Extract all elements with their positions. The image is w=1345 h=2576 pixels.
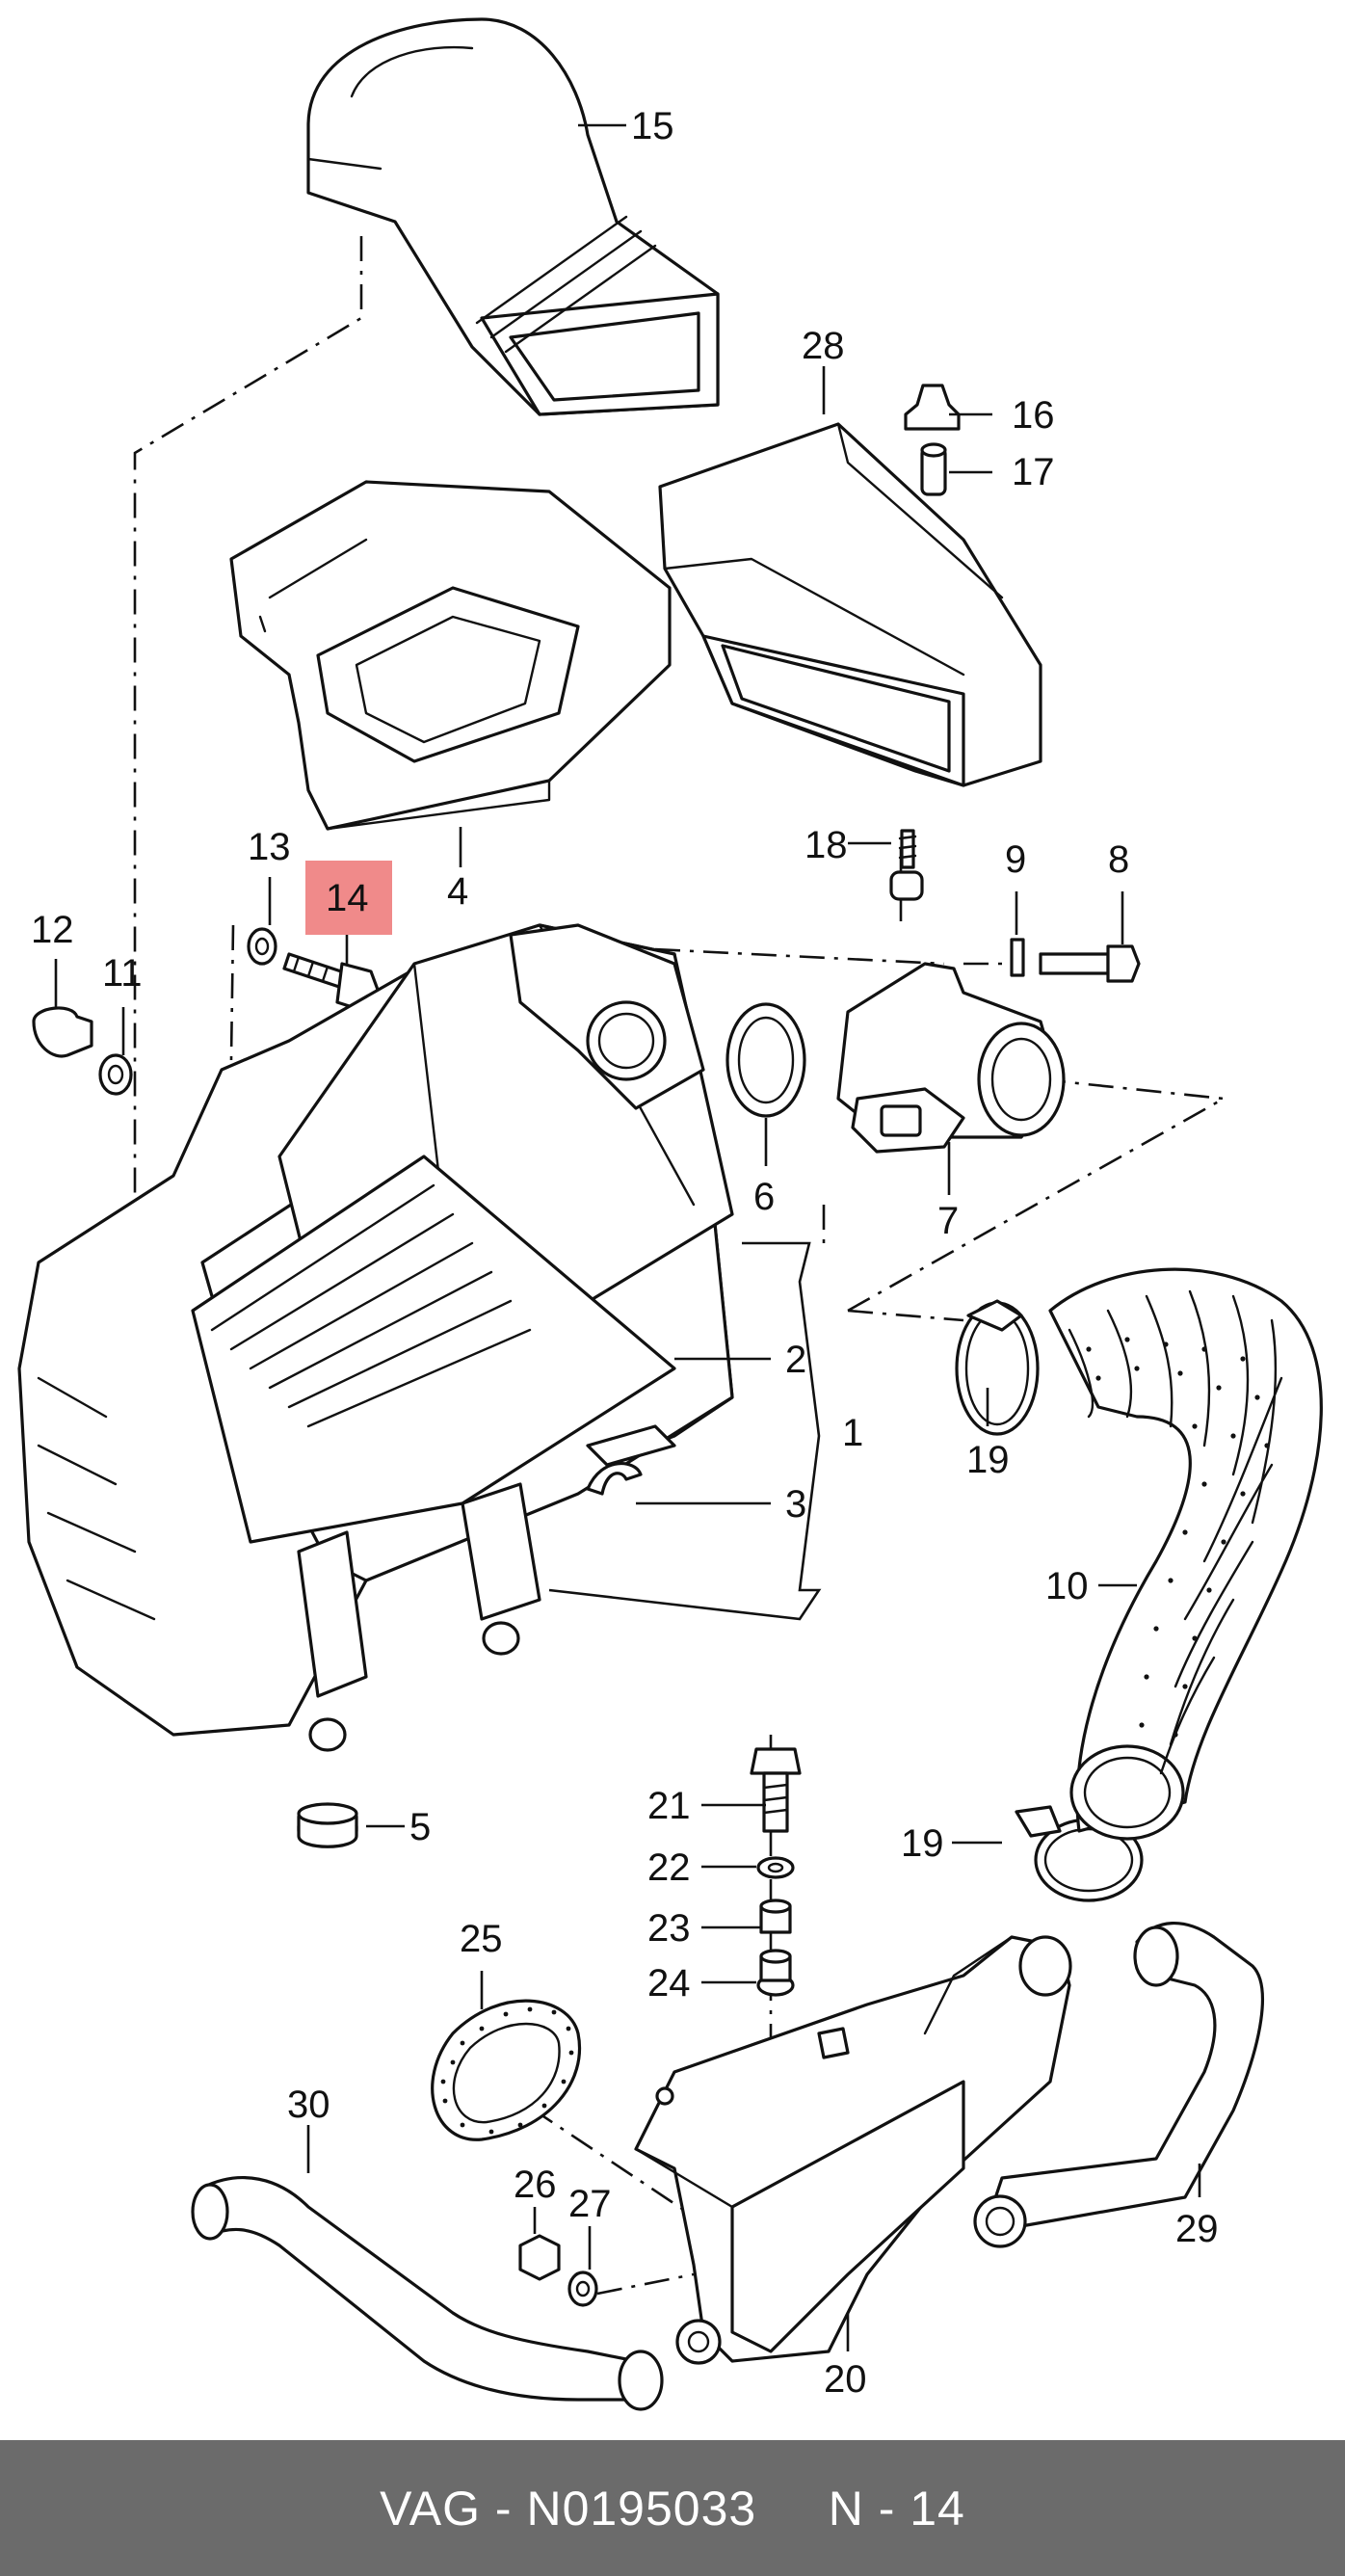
label-9: 9 [1005, 838, 1026, 881]
label-29: 29 [1175, 2208, 1219, 2250]
part-27-washer [567, 2271, 598, 2307]
parts-16-17-18-fasteners [889, 384, 961, 901]
part-10-intake-hose [1048, 1267, 1323, 1841]
part-1-air-filter-housing [17, 923, 734, 1752]
label-19-lower: 19 [901, 1822, 944, 1865]
footer-spacer [756, 2481, 828, 2536]
label-11: 11 [102, 952, 143, 995]
part-4-lid-cover [229, 480, 672, 831]
label-24: 24 [647, 1962, 691, 2005]
label-18: 18 [804, 824, 848, 866]
part-3-clip [586, 1462, 643, 1496]
label-8: 8 [1108, 838, 1129, 881]
label-15: 15 [631, 105, 674, 147]
part-labels: 15 28 16 17 18 4 13 14 9 8 12 11 6 7 2 1… [31, 105, 1219, 2401]
label-19-upper: 19 [966, 1439, 1010, 1481]
part-6-gasket [725, 1002, 806, 1118]
label-21: 21 [647, 1785, 691, 1827]
part-15-intake-duct [306, 17, 720, 416]
label-26: 26 [514, 2164, 557, 2206]
label-30: 30 [287, 2084, 330, 2126]
part-5-rubber-mount [297, 1802, 358, 1848]
label-6: 6 [753, 1176, 775, 1218]
label-2: 2 [785, 1339, 806, 1381]
exploded-parts-diagram: 15 28 16 17 18 4 13 14 9 8 12 11 6 7 2 1… [17, 17, 1323, 2411]
label-14: 14 [326, 877, 369, 919]
part-30-breather-hose [191, 2176, 664, 2411]
parts-21-24-bolt-stack [750, 1747, 802, 1997]
label-20: 20 [824, 2358, 867, 2401]
part-29-breather-hose [973, 1922, 1264, 2248]
label-7: 7 [937, 1200, 959, 1242]
label-27: 27 [568, 2183, 612, 2225]
leader-lines [54, 123, 1201, 2351]
parts-11-12-grommets [32, 1006, 133, 1096]
part-19-hose-clamp-upper [955, 1299, 1040, 1436]
label-4: 4 [447, 870, 468, 913]
label-25: 25 [460, 1918, 503, 1960]
label-1: 1 [842, 1412, 863, 1454]
part-26-nut [518, 2234, 561, 2281]
part-number: VAG - N0195033 [380, 2481, 757, 2536]
label-13: 13 [248, 826, 291, 868]
parts-8-9-bolt-clip [1010, 938, 1141, 983]
label-17: 17 [1012, 451, 1055, 493]
label-5: 5 [409, 1806, 431, 1848]
label-3: 3 [785, 1483, 806, 1526]
part-28-air-guide [658, 422, 1042, 787]
part-7-air-flow-meter [836, 962, 1066, 1154]
label-10: 10 [1045, 1565, 1089, 1607]
part-25-gasket [431, 1999, 581, 2141]
part-number-footer: VAG - N0195033 N - 14 [0, 2440, 1345, 2576]
label-12: 12 [31, 909, 74, 951]
label-28: 28 [802, 325, 845, 367]
label-23: 23 [647, 1907, 691, 1950]
label-16: 16 [1012, 394, 1055, 437]
highlight-part-14 [305, 861, 392, 935]
part-13-washer [247, 927, 277, 966]
part-20-resonator [634, 1935, 1072, 2365]
label-22: 22 [647, 1846, 691, 1889]
diagram-reference: N - 14 [828, 2481, 965, 2536]
